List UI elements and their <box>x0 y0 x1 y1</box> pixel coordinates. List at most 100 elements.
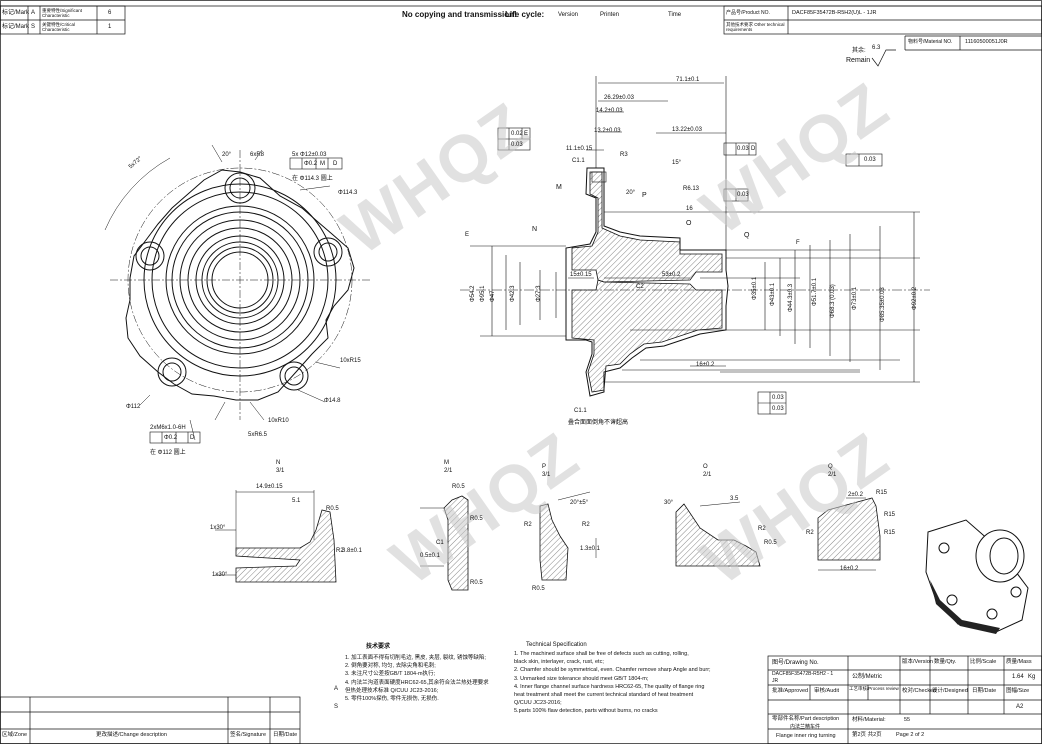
detail-q-dim-4: R2 <box>806 530 814 536</box>
material-value: 55 <box>904 717 911 723</box>
detail-n-dim-3: 1x30° <box>212 572 228 578</box>
pos-tol-value: Φ0.2 <box>304 161 318 167</box>
product-no: DACF85F35472B-R5H2(U)L - 1JR <box>792 10 877 16</box>
remain-label: 其余: <box>852 48 866 54</box>
detail-m-dim-4: R0.5 <box>470 580 483 586</box>
bolt-circle: Φ114.3 <box>338 190 358 196</box>
life-cycle: Life cycle: <box>505 10 545 19</box>
checked-label: 校对/Checked <box>902 688 937 694</box>
dim-phi54: Φ54.2 <box>470 285 476 302</box>
tech-en-line: heat treatment shall meet the current te… <box>514 692 694 699</box>
mass-unit: Kg <box>1028 674 1036 680</box>
detail-n-letter: N <box>276 460 281 466</box>
label-n: N <box>532 226 538 233</box>
dim-phi95: Φ95.1 <box>480 285 486 302</box>
dim-phi43: Φ43±0.1 <box>770 282 776 306</box>
other-requirements: 其他技术要求 Other technical requirements <box>726 22 785 32</box>
tech-en-title: Technical Specification <box>526 642 587 648</box>
label-m: M <box>556 184 562 191</box>
detail-n-dim-2: 1x30° <box>210 525 226 531</box>
pos-tolerance: 5x Φ12±0.03 <box>292 152 327 158</box>
dim-phi51: Φ51.7±0.1 <box>812 277 818 306</box>
dim-5xr6-5: 5xR6.5 <box>248 432 268 438</box>
detail-p-letter: P <box>542 464 547 470</box>
mark-count-1: 6 <box>108 10 112 16</box>
tol-flat-3: 0.03 <box>737 192 749 198</box>
tol-flat-1: 0.02 <box>511 131 523 137</box>
detail-p-scale: 3/1 <box>542 472 551 478</box>
dim-r6: R6.13 <box>683 186 700 192</box>
page-label: Page 2 of 2 <box>896 732 925 738</box>
detail-p-dim-3: 1.3±0.1 <box>580 546 600 552</box>
tech-en-line: 3. Unmarked size tolerance should meet G… <box>514 675 649 682</box>
mark-label-2: 标记/Mark <box>2 24 30 30</box>
detail-q-letter: Q <box>828 464 833 470</box>
label-p: P <box>642 192 647 199</box>
detail-n-dim-4: 3.8±0.1 <box>342 548 362 554</box>
part-en: Flange inner ring turning <box>776 733 836 739</box>
tol-circ: 0.03 <box>864 157 876 163</box>
dim-phi35: Φ35±0.1 <box>752 276 758 300</box>
dim-53: 53±0.2 <box>662 272 681 278</box>
dim-16b: 16±0.2 <box>696 362 715 368</box>
product-no-label: 产品号/Product NO. <box>726 10 770 16</box>
material-no: 11160500051J0R <box>965 39 1008 45</box>
mark-label-1: 标记/Mark <box>2 10 30 16</box>
size-value: A2 <box>1016 704 1024 710</box>
mark-type-2: 关键特性/Critical Characteristic <box>42 22 76 32</box>
dim-c1-1: C1.1 <box>572 158 585 164</box>
drawing-no-2: JR <box>772 678 779 684</box>
detail-p-dim-2: R2 <box>582 522 590 528</box>
detail-n-dim-0: 14.9±0.15 <box>256 484 283 490</box>
tech-en-line: black skin, interlayer, crack, rust, etc… <box>514 659 604 666</box>
date-label-tb: 日期/Date <box>972 688 997 694</box>
dim-r: 6xR8 <box>250 152 265 158</box>
dim-15: 15±0.15 <box>570 272 592 278</box>
dim-r3: R3 <box>620 152 628 158</box>
drawing-no: DACF85F35472B-R5H2 - 1 <box>772 671 834 677</box>
dim-phi27: Φ27.3 <box>536 285 542 302</box>
remain-value: 6.3 <box>872 45 881 51</box>
tech-en-line: 1. The machined surface shall be free of… <box>514 651 689 657</box>
tech-en-line: Q/CUU JC23-2016; <box>514 700 562 707</box>
label-c2: C2 <box>636 284 644 290</box>
detail-q-dim-3: R15 <box>884 530 896 536</box>
mark-symbol-2: S <box>31 24 36 30</box>
tech-en-line: 5.parts 100% flaw detection, parts witho… <box>514 708 658 715</box>
process-label: 工艺审核/Process review <box>849 686 899 691</box>
dim-26-29: 26.29±0.03 <box>604 95 634 101</box>
metric-label: 公制/Metric <box>852 674 883 680</box>
version-tb: 版本/Version <box>902 659 933 665</box>
designed-label: 设计/Designed <box>932 688 968 694</box>
material-no-label: 物料号/Material NO. <box>908 39 953 45</box>
tech-cn-line: 但热处理技术标准 Q/CUU JC23-2016; <box>345 687 439 694</box>
mark-type-1: 重要特性/Significant Characteristic <box>42 8 83 18</box>
detail-m-letter: M <box>444 460 449 466</box>
rev-signature: 签名/Signature <box>230 732 267 738</box>
datum-m: M <box>320 161 325 167</box>
section-note: 叠合面面倒角不许超高 <box>568 420 629 426</box>
time-label: Time <box>668 12 682 18</box>
label-o: O <box>686 220 692 227</box>
tech-cn-title: 技术要求 <box>366 644 391 650</box>
detail-n-dim-5: R2 <box>336 548 344 554</box>
tol-bot-1: 0.03 <box>772 395 784 401</box>
dim-14-2: 14.2±0.03 <box>596 108 623 114</box>
tech-cn-lines: 1. 加工表面不得有切削毛边, 黑皮, 夹层, 裂纹, 锈蚀等缺陷; 2. 倒角… <box>345 654 489 703</box>
detail-o-dim-3: R0.5 <box>764 540 777 546</box>
dim-phi68: Φ68.3 (0.03) <box>830 284 836 318</box>
dim-phi44: Φ44.3±0.3 <box>788 283 794 312</box>
dim-phi42: Φ42.3 <box>510 285 516 302</box>
label-f: F <box>796 240 800 246</box>
tech-mark-5: S <box>334 704 339 710</box>
tol-parallel: 0.03 <box>737 146 749 152</box>
tech-cn-line: 4. 内法兰沟道表面硬度HRC62-65,其余符合法兰热处理要求 <box>345 679 489 686</box>
dim-11-1: 11.1±0.15 <box>566 146 593 152</box>
dim-10xr10: 10xR10 <box>268 418 289 424</box>
dim-angle2: 20° <box>222 152 232 158</box>
label-e: E <box>465 232 470 238</box>
tol-flat-2: 0.03 <box>511 142 523 148</box>
datum-d: D <box>333 161 338 167</box>
printen-label: Printen <box>600 12 620 18</box>
